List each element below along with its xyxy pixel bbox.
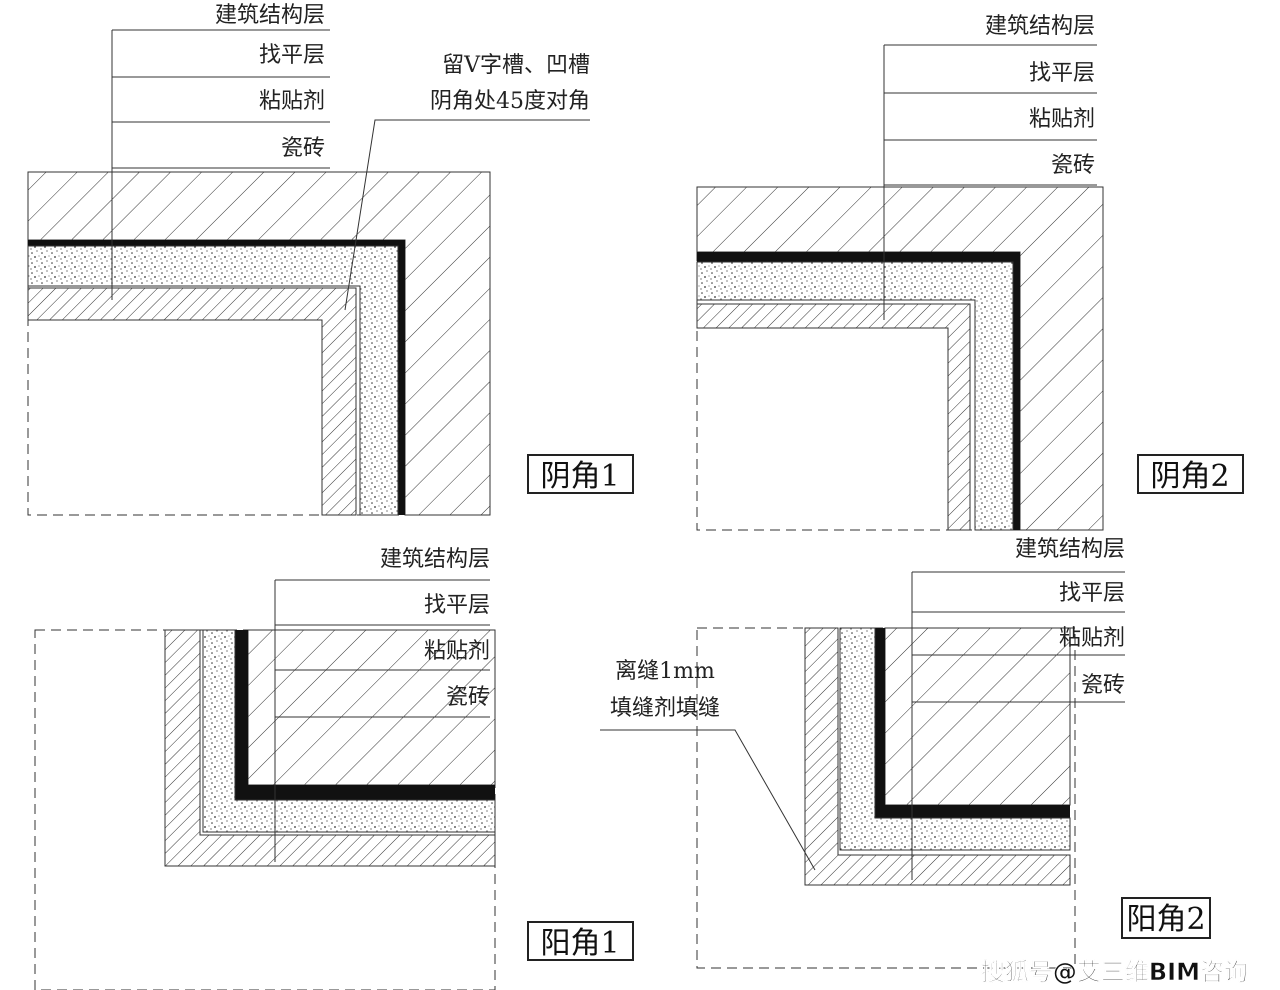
tile-layer bbox=[696, 303, 971, 531]
note-gap-1mm: 离缝1mm bbox=[615, 659, 715, 684]
label-leveling: 找平层 bbox=[424, 593, 490, 618]
tile-layer bbox=[164, 629, 496, 867]
label-tile: 瓷砖 bbox=[1081, 673, 1125, 698]
label-structure: 建筑结构层 bbox=[215, 3, 325, 28]
dashed-boundary bbox=[696, 627, 1076, 969]
leader-lines bbox=[274, 579, 490, 862]
structure-layer bbox=[27, 171, 491, 516]
title-box bbox=[1121, 897, 1211, 939]
inner-corner-2-detail: 建筑结构层 找平层 粘贴剂 瓷砖 阴角2 bbox=[696, 14, 1244, 531]
label-leveling: 找平层 bbox=[1029, 61, 1095, 86]
label-adhesive: 粘贴剂 bbox=[259, 89, 325, 114]
label-leveling: 找平层 bbox=[1059, 581, 1125, 606]
title-box bbox=[527, 921, 634, 961]
note-45-degree: 阴角处45度对角 bbox=[430, 89, 590, 114]
label-structure: 建筑结构层 bbox=[1015, 537, 1125, 562]
label-tile: 瓷砖 bbox=[446, 685, 490, 710]
tile-layer bbox=[27, 287, 357, 516]
title-inner-corner-1: 阴角1 bbox=[540, 459, 619, 494]
structure-layer bbox=[884, 627, 1071, 806]
leveling-layer bbox=[27, 245, 399, 516]
label-adhesive: 粘贴剂 bbox=[424, 639, 490, 664]
note-grout-fill: 填缝剂填缝 bbox=[610, 696, 720, 721]
outer-corner-2-detail: 建筑结构层 找平层 粘贴剂 瓷砖 离缝1mm 填缝剂填缝 阳角2 bbox=[600, 537, 1211, 969]
label-structure: 建筑结构层 bbox=[380, 547, 490, 572]
leveling-layer bbox=[839, 627, 1071, 851]
structure-layer bbox=[696, 186, 1104, 531]
title-outer-corner-1: 阳角1 bbox=[540, 926, 619, 961]
tile-layer bbox=[804, 627, 1071, 886]
label-structure: 建筑结构层 bbox=[985, 14, 1095, 39]
label-adhesive: 粘贴剂 bbox=[1059, 626, 1125, 651]
leader-lines bbox=[600, 571, 1125, 880]
leader-lines bbox=[883, 44, 1097, 320]
label-adhesive: 粘贴剂 bbox=[1029, 107, 1095, 132]
label-leveling: 找平层 bbox=[259, 43, 325, 68]
leveling-layer bbox=[202, 629, 496, 833]
label-tile: 瓷砖 bbox=[281, 136, 325, 161]
title-inner-corner-2: 阴角2 bbox=[1150, 459, 1229, 494]
title-box bbox=[1137, 454, 1244, 494]
outer-corner-1-detail: 建筑结构层 找平层 粘贴剂 瓷砖 阳角1 bbox=[34, 547, 634, 990]
leader-lines bbox=[111, 29, 590, 311]
watermark: 搜狐号@艾三维BIM咨询 bbox=[981, 958, 1248, 986]
label-tile: 瓷砖 bbox=[1051, 153, 1095, 178]
structure-layer bbox=[247, 629, 496, 786]
leveling-layer bbox=[696, 261, 1014, 531]
inner-corner-1-detail: 建筑结构层 找平层 粘贴剂 瓷砖 留V字槽、凹槽 阴角处45度对角 阴角1 bbox=[27, 3, 634, 516]
title-box bbox=[527, 454, 634, 494]
note-v-groove: 留V字槽、凹槽 bbox=[442, 53, 590, 78]
title-outer-corner-2: 阳角2 bbox=[1126, 902, 1205, 937]
